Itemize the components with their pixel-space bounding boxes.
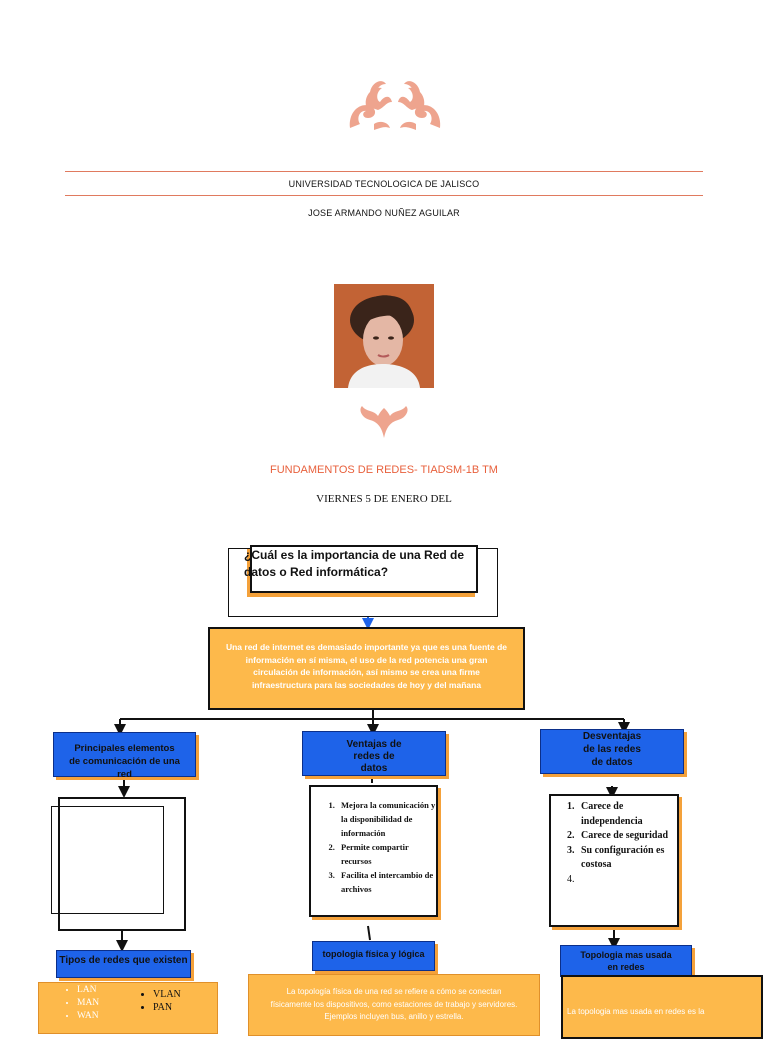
tipos-box: LAN MAN WAN VLAN PAN bbox=[38, 982, 218, 1034]
tipos-list-1: LAN MAN WAN bbox=[55, 984, 99, 1023]
list-item: Carece de independencia bbox=[577, 800, 677, 829]
branch-ventajas: Ventajas de redes de datos bbox=[302, 731, 446, 776]
branch-elementos: Principales elementos de comunicación de… bbox=[53, 732, 196, 777]
mas-usada-text: La topologia mas usada en redes es la bbox=[567, 1006, 757, 1019]
elementos-inner-frame bbox=[51, 806, 164, 914]
list-item: Su configuración es costosa bbox=[577, 844, 677, 873]
desventajas-box: Carece de independencia Carece de seguri… bbox=[549, 794, 679, 927]
divider-bottom bbox=[65, 195, 703, 196]
author-name: JOSE ARMANDO NUÑEZ AGUILAR bbox=[0, 208, 768, 218]
desventajas-list: Carece de independencia Carece de seguri… bbox=[551, 796, 677, 887]
topologia-label: topologia física y lógica bbox=[312, 941, 435, 971]
topologia-box: La topología física de una red se refier… bbox=[248, 974, 540, 1036]
ventajas-list: Mejora la comunicación y la disponibilid… bbox=[311, 787, 436, 896]
mas-usada-box: La topologia mas usada en redes es la bbox=[561, 975, 763, 1039]
university-name: UNIVERSIDAD TECNOLOGICA DE JALISCO bbox=[0, 179, 768, 189]
list-item: Carece de seguridad bbox=[577, 829, 677, 844]
list-item: VLAN bbox=[153, 988, 181, 1001]
topologia-text: La topología física de una red se refier… bbox=[267, 986, 521, 1024]
floral-ornament-small bbox=[356, 402, 412, 438]
floral-ornament-top bbox=[340, 72, 450, 134]
question-box: ¿Cuál es la importancia de una Red de da… bbox=[250, 545, 478, 593]
date-line: VIERNES 5 DE ENERO DEL bbox=[0, 493, 768, 505]
divider-top bbox=[65, 171, 703, 172]
list-item: MAN bbox=[77, 997, 99, 1010]
answer-text: Una red de internet es demasiado importa… bbox=[210, 629, 523, 691]
tipos-list-2: VLAN PAN bbox=[131, 988, 181, 1014]
list-item: LAN bbox=[77, 984, 99, 997]
ventajas-box: Mejora la comunicación y la disponibilid… bbox=[309, 785, 438, 917]
tipos-label: Tipos de redes que existen bbox=[56, 950, 191, 978]
author-photo bbox=[334, 284, 434, 388]
list-item: PAN bbox=[153, 1001, 181, 1014]
list-item: WAN bbox=[77, 1010, 99, 1023]
mas-usada-label: Topologia mas usada en redes bbox=[560, 945, 692, 977]
list-item bbox=[577, 873, 677, 888]
answer-box: Una red de internet es demasiado importa… bbox=[208, 627, 525, 710]
question-text: ¿Cuál es la importancia de una Red de da… bbox=[244, 547, 476, 581]
course-title: FUNDAMENTOS DE REDES- TIADSM-1B TM bbox=[0, 464, 768, 476]
branch-desventajas: Desventajas de las redes de datos bbox=[540, 729, 684, 774]
list-item: Facilita el intercambio de archivos bbox=[337, 868, 436, 896]
list-item: Mejora la comunicación y la disponibilid… bbox=[337, 798, 436, 840]
list-item: Permite compartir recursos bbox=[337, 840, 436, 868]
